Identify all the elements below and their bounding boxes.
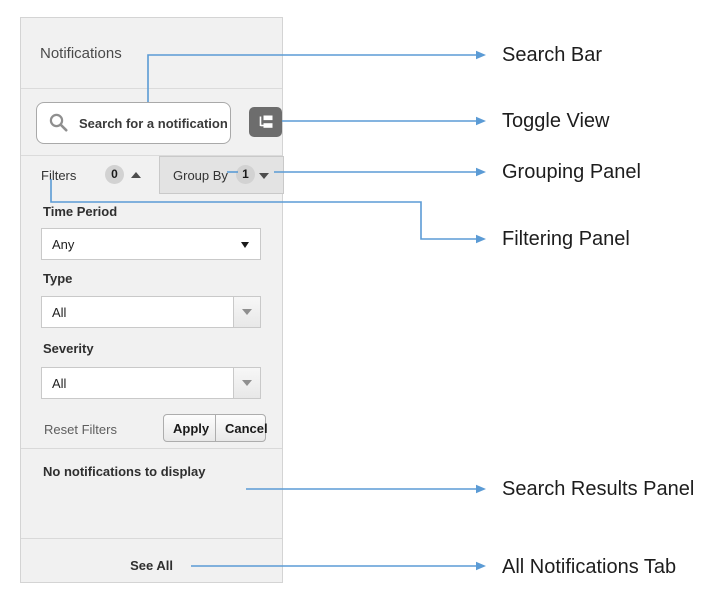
annotation-label-search-bar: Search Bar [502,44,603,66]
cancel-button[interactable]: Cancel [215,414,268,442]
annotation-label-toggle-view: Toggle View [502,110,610,132]
severity-dropdown-button[interactable] [233,368,260,398]
chevron-up-icon [131,172,141,178]
chevron-down-icon [242,380,252,386]
group-by-tab-label: Group By [173,167,228,183]
tree-list-icon [259,115,272,128]
type-dropdown-button[interactable] [233,297,260,327]
annotation-label-search-results-panel: Search Results Panel [502,478,695,500]
annotation-label-all-notifications-tab: All Notifications Tab [502,556,677,578]
tab-group-by[interactable]: Group By 1 [159,156,284,194]
chevron-down-icon [259,173,269,179]
time-period-label: Time Period [43,204,118,219]
group-by-count-badge: 1 [236,165,255,184]
search-icon [49,113,68,132]
reset-filters-link[interactable]: Reset Filters [44,422,117,437]
tab-filters[interactable]: Filters 0 [21,156,159,194]
time-period-value: Any [52,236,75,252]
annotation-label-filtering-panel: Filtering Panel [502,228,630,250]
annotation-label-grouping-panel: Grouping Panel [502,161,641,183]
all-notifications-tab[interactable]: See All [130,558,173,573]
chevron-down-icon [242,309,252,315]
type-combobox[interactable]: All [41,296,261,328]
type-label: Type [43,271,73,286]
severity-label: Severity [43,341,94,356]
search-placeholder: Search for a notification [79,115,228,131]
panel-header: Notifications [21,18,282,89]
severity-value: All [52,375,67,391]
apply-button[interactable]: Apply [163,414,216,442]
type-value: All [52,304,67,320]
search-input[interactable]: Search for a notification [36,102,231,144]
page-title: Notifications [40,44,122,62]
notifications-panel: Notifications Search for a notification [20,17,284,583]
toggle-view-button[interactable] [249,107,282,137]
search-results-panel: No notifications to display [43,464,206,479]
filter-action-buttons: Apply Cancel [163,414,268,442]
time-period-select[interactable]: Any [41,228,261,260]
severity-combobox[interactable]: All [41,367,261,399]
select-caret-icon [241,242,249,248]
filters-tab-label: Filters [41,167,77,183]
divider [21,538,282,539]
search-section: Search for a notification [21,89,282,156]
filters-count-badge: 0 [105,165,124,184]
divider [21,448,282,449]
